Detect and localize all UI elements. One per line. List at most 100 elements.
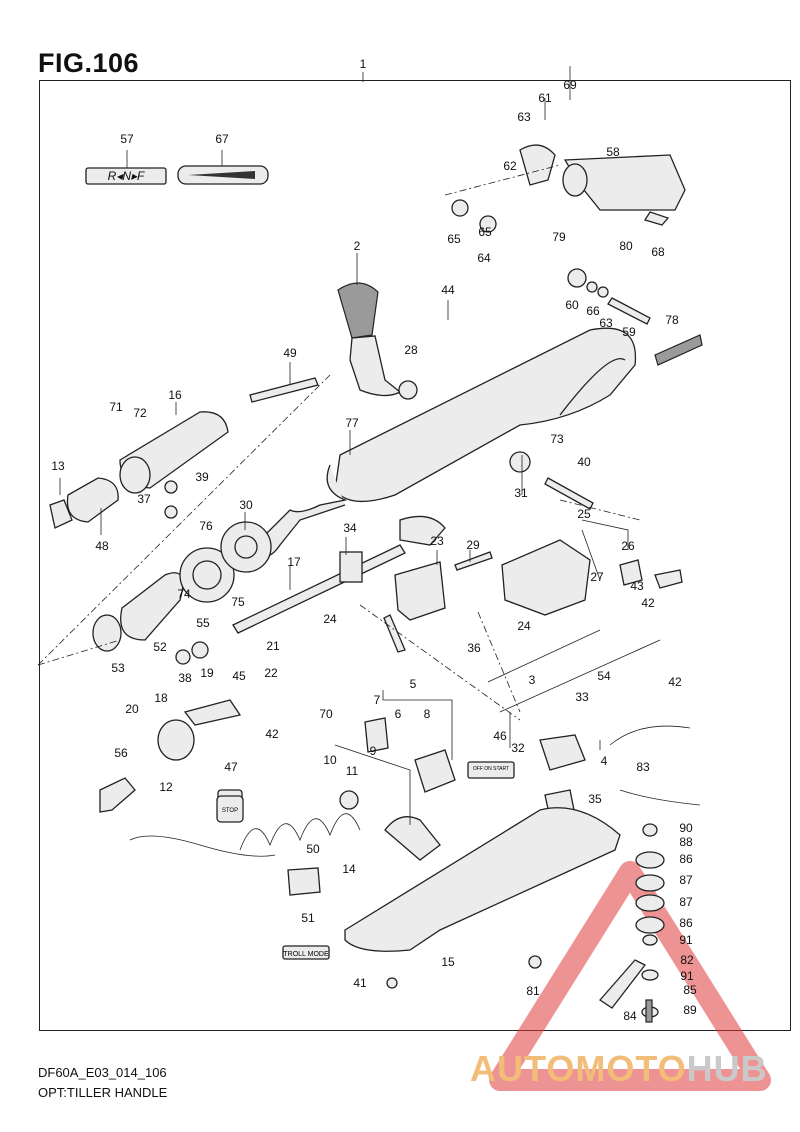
callout-66: 66 [586,304,600,318]
shift-decal-text: R◂N▸F [108,169,145,183]
callout-83: 83 [636,760,650,774]
callout-61: 61 [538,91,552,105]
callout-12: 12 [159,780,173,794]
callout-47: 47 [224,760,238,774]
callout-90: 90 [679,821,693,835]
callout-71: 71 [109,400,123,414]
callout-31: 31 [514,486,528,500]
callout-5: 5 [410,677,417,691]
callout-34: 34 [343,521,357,535]
callout-32: 32 [511,741,525,755]
callout-78: 78 [665,313,679,327]
throttle-shaft [232,544,406,634]
callout-49: 49 [283,346,297,360]
throttle-grip [49,411,229,529]
leader-lines [59,66,629,825]
diagram-frame [39,80,791,1031]
callout-60: 60 [565,298,579,312]
callout-17: 17 [287,555,301,569]
callout-50: 50 [306,842,320,856]
callout-86: 86 [679,916,693,930]
callout-41: 41 [353,976,367,990]
callout-42: 42 [668,675,682,689]
callout-14: 14 [342,862,356,876]
callout-13: 13 [51,459,65,473]
troll-mode-decal: TROLL MODE [282,945,330,960]
stop-decal-text: STOP [222,808,238,814]
callout-27: 27 [590,570,604,584]
callout-56: 56 [114,746,128,760]
callout-25: 25 [577,507,591,521]
watermark-part2: HUB [686,1048,768,1089]
callout-37: 37 [137,492,151,506]
callout-64: 64 [477,251,491,265]
switch-decal-text: OFF ON START [473,766,509,772]
callout-63: 63 [599,316,613,330]
stop-decal: STOP [216,795,244,823]
throttle-indicator-decal [177,165,269,185]
callout-10: 10 [323,753,337,767]
callout-4: 4 [601,754,608,768]
diagram-caption: OPT:TILLER HANDLE [38,1085,168,1100]
friction-stack [599,823,665,1023]
callout-76: 76 [199,519,213,533]
callout-52: 52 [153,640,167,654]
callout-65: 65 [478,225,492,239]
guide-lines [37,164,641,721]
callout-86: 86 [679,852,693,866]
callout-43: 43 [630,579,644,593]
callout-87: 87 [679,895,693,909]
callout-54: 54 [597,669,611,683]
callout-88: 88 [679,835,693,849]
callout-91: 91 [679,933,693,947]
watermark-triangle [489,861,771,1091]
callout-79: 79 [552,230,566,244]
callout-23: 23 [430,534,444,548]
callout-75: 75 [231,595,245,609]
callout-72: 72 [133,406,147,420]
callout-67: 67 [215,132,229,146]
callout-69: 69 [563,78,577,92]
watermark-part1: AUTOMOTO [470,1048,687,1089]
callout-81: 81 [526,984,540,998]
callout-53: 53 [111,661,125,675]
callout-46: 46 [493,729,507,743]
callout-36: 36 [467,641,481,655]
callout-3: 3 [529,673,536,687]
callout-26: 26 [621,539,635,553]
callout-59: 59 [622,325,636,339]
callout-68: 68 [651,245,665,259]
tiller-handle-body [259,327,637,557]
callout-20: 20 [125,702,139,716]
callout-2: 2 [354,239,361,253]
callout-65: 65 [447,232,461,246]
callout-87: 87 [679,873,693,887]
callout-58: 58 [606,145,620,159]
shift-decal: R◂N▸F [85,167,167,185]
callout-28: 28 [404,343,418,357]
callout-40: 40 [577,455,591,469]
callout-80: 80 [619,239,633,253]
bolts [451,199,703,510]
callout-7: 7 [374,693,381,707]
lower-cover [344,807,621,952]
throttle-cover-and-rings [92,521,272,665]
callout-57: 57 [120,132,134,146]
callout-24: 24 [517,619,531,633]
callout-74: 74 [177,587,191,601]
callout-39: 39 [195,470,209,484]
troll-decal-text: TROLL MODE [283,951,329,958]
callout-6: 6 [395,707,402,721]
figure-title: FIG.106 [38,48,140,78]
switch-decal: OFF ON START [467,761,515,779]
callout-38: 38 [178,671,192,685]
callout-15: 15 [441,955,455,969]
callout-1: 1 [360,57,367,71]
callout-62: 62 [503,159,517,173]
callout-9: 9 [370,744,377,758]
callout-8: 8 [424,707,431,721]
callout-44: 44 [441,283,455,297]
diagram-code: DF60A_E03_014_106 [38,1065,167,1080]
